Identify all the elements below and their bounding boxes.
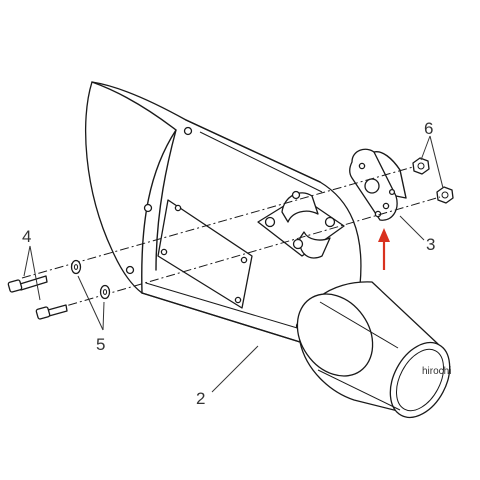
callout-4: 4 xyxy=(22,227,31,246)
watermark: hirochi xyxy=(422,366,451,377)
bolt-upper xyxy=(7,275,48,293)
callout-6: 6 xyxy=(424,119,433,138)
callout-2: 2 xyxy=(196,389,205,408)
heat-shield-plate xyxy=(157,199,253,309)
hanger-bracket xyxy=(349,148,407,221)
washer-upper xyxy=(70,259,82,275)
outlet-end-cap xyxy=(296,281,451,419)
hex-nut-lower xyxy=(436,186,454,204)
bolt-lower xyxy=(35,304,68,320)
washer-lower xyxy=(99,284,111,300)
callout-3: 3 xyxy=(426,235,435,254)
assembly-center-lines xyxy=(21,166,441,311)
hex-nut-upper xyxy=(412,157,430,175)
leader-lines xyxy=(23,135,444,393)
red-indicator-arrow xyxy=(378,228,390,270)
welded-mount-bracket xyxy=(257,190,345,259)
callout-5: 5 xyxy=(96,335,105,354)
